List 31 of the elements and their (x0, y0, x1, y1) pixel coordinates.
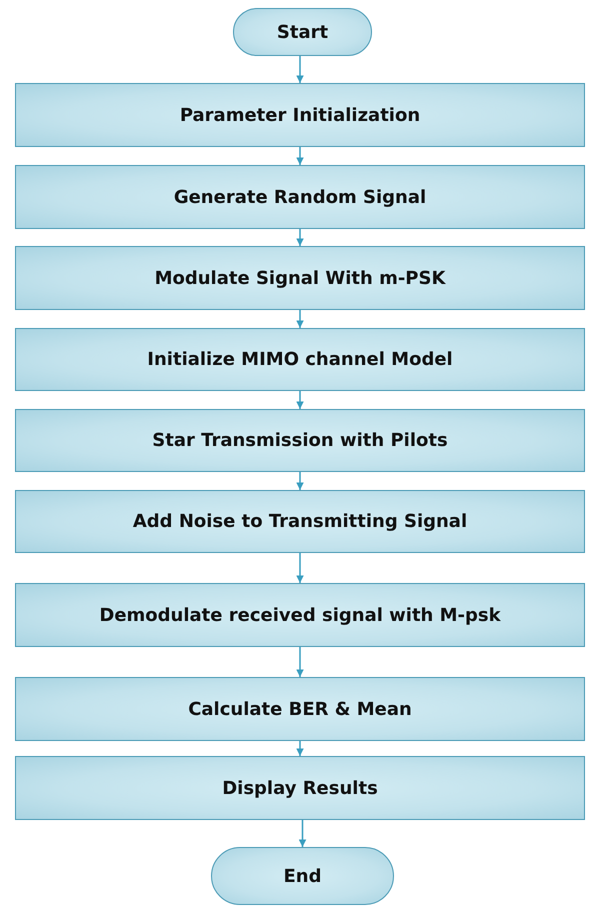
process-box (15, 583, 585, 647)
step-label: Start (276, 22, 330, 42)
arrow (296, 741, 304, 756)
process-box (15, 83, 585, 147)
terminal-pill (233, 8, 372, 56)
arrow (296, 391, 304, 409)
process-box (15, 756, 585, 820)
process-box (15, 328, 585, 391)
step-label: Add Noise to Transmitting Signal (132, 511, 468, 532)
arrow (296, 56, 304, 83)
step-label: Parameter Initialization (178, 104, 422, 126)
step-label: Initialize MIMO channel Model (146, 349, 454, 370)
process-box (15, 677, 585, 741)
step-label: Star Transmission with Pilots (151, 430, 449, 451)
process-box (15, 490, 585, 553)
step-label: End (282, 866, 322, 886)
arrow (296, 229, 304, 246)
step-label: Generate Random Signal (172, 186, 428, 208)
arrow (296, 310, 304, 328)
step-label: Demodulate received signal with M-psk (98, 604, 502, 626)
arrow (296, 472, 304, 490)
process-box (15, 409, 585, 472)
step-label: Modulate Signal With m-PSK (154, 268, 447, 288)
arrow (296, 147, 304, 165)
process-box (15, 165, 585, 229)
arrow (296, 553, 304, 583)
step-label: Display Results (221, 778, 379, 798)
step-label: Calculate BER & Mean (187, 698, 413, 720)
arrow (298, 820, 306, 847)
process-box (15, 246, 585, 310)
arrow (296, 647, 304, 677)
